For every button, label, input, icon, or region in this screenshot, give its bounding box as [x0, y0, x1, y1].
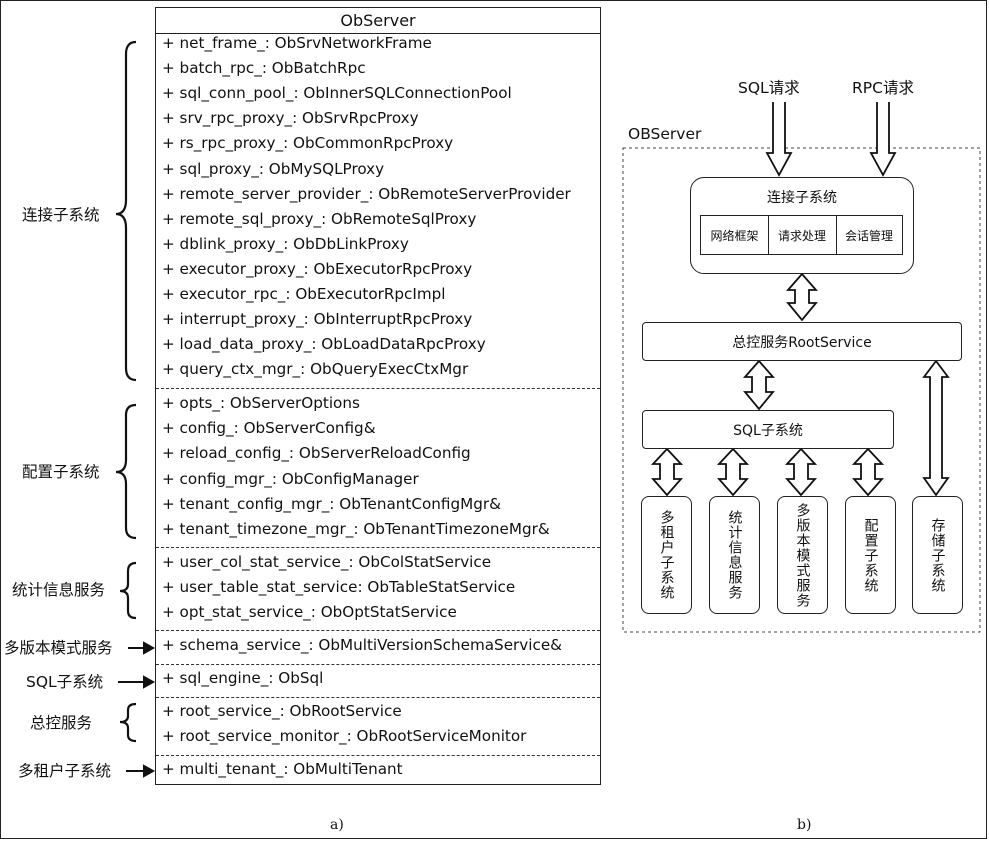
module-request-handling: 请求处理	[768, 216, 837, 254]
class-attribute: + batch_rpc_: ObBatchRpc	[162, 59, 366, 78]
connection-subsystem-label: 连接子系统	[767, 190, 837, 206]
group-separator	[156, 755, 600, 756]
class-attribute: + sql_engine_: ObSql	[162, 669, 324, 687]
observer-class-box: ObServer + net_frame_: ObSrvNetworkFrame…	[155, 7, 601, 785]
class-attribute: + config_: ObServerConfig&	[162, 419, 376, 438]
storage-subsystem-box: 存储子系统	[912, 496, 963, 614]
observer-container	[622, 147, 981, 633]
storage-subsystem-label: 存储子系统	[929, 517, 946, 593]
class-attribute: + query_ctx_mgr_: ObQueryExecCtxMgr	[162, 360, 469, 379]
class-attribute: + dblink_proxy_: ObDbLinkProxy	[162, 234, 409, 253]
root-service-label: 总控服务RootService	[732, 334, 872, 351]
brace-connection	[115, 40, 137, 382]
group-separator	[156, 547, 600, 548]
sql-request-arrow	[765, 102, 793, 177]
class-attribute: + srv_rpc_proxy_: ObSrvRpcProxy	[162, 109, 419, 128]
sql-config-arrow	[851, 447, 885, 497]
rpc-request-arrow	[869, 102, 897, 177]
class-attribute: + opt_stat_service_: ObOptStatService	[162, 603, 457, 621]
root-service-box: 总控服务RootService	[642, 322, 962, 361]
sql-stats-arrow	[716, 447, 750, 497]
statistics-box: 统计信息服务	[709, 496, 760, 614]
schema-service-label: 多版本模式服务	[794, 502, 811, 608]
class-attribute: + tenant_config_mgr_: ObTenantConfigMgr&	[162, 494, 501, 513]
rpc-request-label: RPC请求	[852, 79, 914, 97]
group-separator	[156, 697, 600, 698]
brace-statistics	[119, 561, 137, 620]
caption-a: a)	[330, 817, 344, 833]
group-label-statistics: 统计信息服务	[12, 581, 106, 599]
class-attribute: + executor_proxy_: ObExecutorRpcProxy	[162, 259, 473, 278]
multi-tenant-label: 多租户子系统	[658, 510, 675, 600]
sql-subsystem-label: SQL子系统	[733, 422, 803, 439]
class-attribute: + interrupt_proxy_: ObInterruptRpcProxy	[162, 310, 473, 329]
class-attribute: + sql_proxy_: ObMySQLProxy	[162, 159, 385, 178]
class-attribute: + reload_config_: ObServerReloadConfig	[162, 444, 471, 463]
class-attribute: + load_data_proxy_: ObLoadDataRpcProxy	[162, 335, 486, 354]
root-sql-arrow	[743, 359, 775, 411]
config-subsystem-label: 配置子系统	[862, 517, 879, 593]
connection-modules: 网络框架 请求处理 会话管理	[700, 215, 903, 255]
class-attribute: + remote_sql_proxy_: ObRemoteSqlProxy	[162, 209, 477, 228]
group-separator	[156, 388, 600, 389]
group-label-config: 配置子系统	[22, 463, 100, 481]
group-separator	[156, 664, 600, 665]
brace-config	[115, 403, 137, 540]
class-attribute: + opts_: ObServerOptions	[162, 394, 360, 412]
module-network-frame: 网络框架	[701, 216, 769, 254]
class-attribute: + net_frame_: ObSrvNetworkFrame	[162, 34, 432, 52]
statistics-label: 统计信息服务	[726, 510, 743, 600]
class-attribute: + executor_rpc_: ObExecutorRpcImpl	[162, 285, 446, 303]
class-attribute: + multi_tenant_: ObMultiTenant	[162, 760, 403, 778]
schema-service-box: 多版本模式服务	[777, 496, 828, 614]
multi-tenant-box: 多租户子系统	[641, 496, 692, 614]
sql-request-label: SQL请求	[738, 79, 800, 97]
class-attribute: + schema_service_: ObMultiVersionSchemaS…	[162, 636, 563, 654]
group-separator	[156, 630, 600, 631]
sql-tenant-arrow	[650, 447, 684, 497]
class-title: ObServer	[156, 8, 600, 34]
class-attribute: + remote_server_provider_: ObRemoteServe…	[162, 184, 571, 203]
class-attribute: + sql_conn_pool_: ObInnerSQLConnectionPo…	[162, 84, 512, 103]
config-subsystem-box: 配置子系统	[845, 496, 896, 614]
caption-b: b)	[797, 817, 812, 833]
class-attribute: + tenant_timezone_mgr_: ObTenantTimezone…	[162, 520, 550, 538]
brace-root	[119, 702, 137, 743]
container-label: OBServer	[628, 125, 702, 143]
module-session-management: 会话管理	[844, 228, 893, 243]
class-attribute: + config_mgr_: ObConfigManager	[162, 469, 419, 488]
group-label-connection: 连接子系统	[22, 206, 100, 224]
class-attribute: + root_service_monitor_: ObRootServiceMo…	[162, 727, 527, 745]
class-attribute: + root_service_: ObRootService	[162, 702, 402, 720]
group-label-sql: SQL子系统	[26, 673, 104, 691]
class-attribute: + user_col_stat_service_: ObColStatServi…	[162, 553, 492, 571]
root-storage-arrow	[922, 359, 950, 497]
sql-subsystem-box: SQL子系统	[642, 410, 894, 449]
class-attribute: + rs_rpc_proxy_: ObCommonRpcProxy	[162, 134, 454, 153]
conn-root-arrow	[786, 272, 818, 322]
sql-schema-arrow	[784, 447, 818, 497]
group-label-tenant: 多租户子系统	[18, 762, 112, 780]
group-label-root: 总控服务	[30, 714, 93, 732]
group-label-schema: 多版本模式服务	[4, 639, 113, 657]
class-attribute: + user_table_stat_service: ObTableStatSe…	[162, 578, 516, 596]
